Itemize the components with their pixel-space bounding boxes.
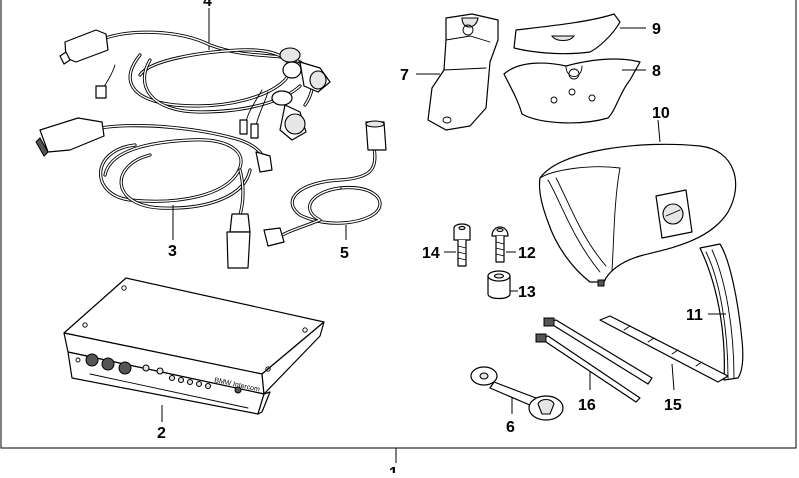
callout-2: 2 (157, 425, 166, 442)
intercom-control-box: BMW Intercom 2 (63, 277, 325, 442)
velcro-strap: 11 (686, 243, 744, 381)
mount-cover: 9 (513, 13, 661, 55)
callout-16: 16 (578, 397, 596, 414)
callout-6: 6 (506, 419, 515, 436)
extension-cable: 5 (263, 120, 387, 262)
callout-12: 12 (518, 245, 536, 262)
callout-11: 11 (686, 307, 703, 324)
callout-13: 13 (518, 284, 536, 301)
wiring-harness-b: 3 (35, 117, 273, 269)
callout-5: 5 (340, 245, 349, 262)
mounting-bracket: 7 (400, 13, 499, 131)
mount-pad: 8 (503, 58, 661, 124)
callout-15: 15 (664, 397, 682, 414)
callout-14: 14 (422, 245, 440, 262)
callout-4: 4 (203, 0, 212, 10)
screw-b: 12 (491, 226, 536, 263)
callout-10: 10 (652, 105, 670, 122)
callout-7: 7 (400, 67, 409, 84)
cable-ties: 16 (535, 317, 653, 414)
callout-9: 9 (652, 21, 661, 38)
adhesive-strip: 15 (599, 315, 729, 414)
callout-8: 8 (652, 63, 661, 80)
spanner-tool: 6 (470, 366, 564, 436)
screw-a: 14 (422, 223, 471, 267)
wiring-harness-a: 4 (59, 0, 331, 141)
callout-1: 1 (389, 465, 398, 473)
storage-bag: 10 (538, 105, 737, 287)
callout-3: 3 (168, 243, 177, 260)
spacer: 13 (487, 270, 536, 301)
